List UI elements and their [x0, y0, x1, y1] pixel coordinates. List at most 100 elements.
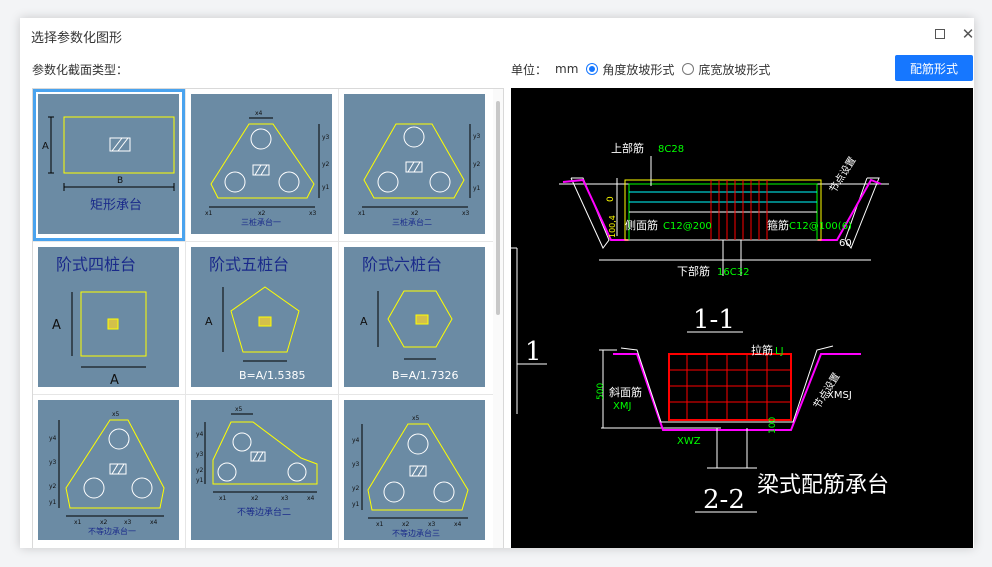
unequal-cap-2-drawing: x5 y4 y3 y2 y1 x1 x2 x3 x4 不等边承台二: [196, 406, 318, 518]
preview-drawing: 上部筋 8C28 0 100,4 侧面筋 C12@200 箍筋 C12@100(…: [511, 141, 889, 515]
dim-label: y2: [322, 161, 330, 168]
grid-divider: [33, 241, 493, 242]
bottom-bar-value: 16C32: [717, 267, 749, 278]
dim-label: x4: [255, 110, 263, 117]
close-icon[interactable]: ✕: [961, 25, 975, 43]
radio-bottom-width-slope[interactable]: 底宽放坡形式: [682, 61, 770, 78]
tie-bar-label: 拉筋: [751, 343, 773, 357]
shape-unequal-cap-2[interactable]: x5 y4 y3 y2 y1 x1 x2 x3 x4 不等边承台二: [186, 395, 338, 547]
section-2-2-label: 2-2: [703, 485, 745, 515]
dialog: 选择参数化图形 ✕ 参数化截面类型： 单位： mm 角度放坡形式 底宽放坡形式 …: [20, 18, 974, 548]
rect-cap-drawing: A B 矩形承台: [42, 116, 175, 213]
radio-angle-slope[interactable]: 角度放坡形式: [586, 61, 674, 78]
dim-label: y1: [49, 499, 57, 506]
dim-label: y1: [322, 184, 330, 191]
shape-rect-cap[interactable]: A B 矩形承台: [33, 89, 185, 241]
section-type-label: 参数化截面类型：: [32, 63, 129, 77]
dim-label: y2: [196, 467, 204, 474]
dim-label: y2: [352, 485, 360, 492]
dim-a-label: A: [42, 141, 49, 152]
dim-label: x3: [428, 521, 436, 528]
rebar-form-button[interactable]: 配筋形式: [895, 55, 973, 81]
dim-label: x2: [258, 210, 266, 217]
dim-label: y3: [196, 451, 204, 458]
bottom-bar-label: 下部筋: [677, 264, 710, 278]
shape-thumbnail: x5 y4 y3 y2 y1 x1 x2 x3 x4 不等边承台一: [38, 400, 179, 540]
grid-divider: [185, 89, 186, 548]
dim-zero: 0: [606, 196, 616, 202]
stirrup-label: 箍筋: [767, 218, 789, 232]
shape-unequal-cap-3[interactable]: x5 y4 y3 y2 y1 x1 x2 x3 x4 不等边承台三: [339, 395, 491, 547]
radio-bottom-width-slope-label: 底宽放坡形式: [698, 62, 771, 77]
dim-label: x2: [251, 495, 259, 502]
maximize-icon[interactable]: [930, 24, 950, 44]
shape-formula: B=A/1.5385: [239, 369, 305, 382]
dim-label: y3: [322, 134, 330, 141]
dim-label: x1: [376, 521, 384, 528]
shape-thumbnail: x5 y4 y3 y2 y1 x1 x2 x3 x4 不等边承台二: [191, 400, 332, 540]
dim-label: y4: [196, 431, 204, 438]
shape-thumbnail: 阶式六桩台 A B=A/1.7326: [344, 247, 485, 387]
stirrup-value: C12@100(6): [789, 221, 852, 232]
dim-label: x3: [309, 210, 317, 217]
dim-label: x1: [219, 495, 227, 502]
unit-label: 单位：: [511, 62, 548, 77]
step-six-pile-drawing: 阶式六桩台 A B=A/1.7326: [360, 255, 458, 382]
dim-label: y2: [49, 483, 57, 490]
shape-step-six-pile[interactable]: 阶式六桩台 A B=A/1.7326: [339, 242, 491, 394]
shape-gallery: A B 矩形承台 x4: [32, 88, 504, 548]
shape-three-pile-cap-2[interactable]: y3 y2 y1 x1 x2 x3 三桩承台二: [339, 89, 491, 241]
shape-title: 阶式六桩台: [362, 255, 442, 274]
radio-checked-icon: [586, 63, 599, 75]
slope-bar-label: 斜面筋: [609, 385, 642, 399]
shape-thumbnail: x5 y4 y3 y2 y1 x1 x2 x3 x4 不等边承台三: [344, 400, 485, 540]
shape-caption: 矩形承台: [90, 198, 142, 213]
unit-row: 单位： mm 角度放坡形式 底宽放坡形式: [511, 61, 778, 77]
side-bar-label: 侧面筋: [625, 218, 658, 232]
unequal-cap-3-drawing: x5 y4 y3 y2 y1 x1 x2 x3 x4 不等边承台三: [352, 415, 469, 538]
dim-label: x1: [358, 210, 366, 217]
grid-divider: [33, 394, 493, 395]
section-1-1-label: 1-1: [693, 305, 735, 335]
xmsj-label: XMSJ: [827, 390, 852, 401]
dim-side: 100,4: [608, 215, 617, 238]
dim-label: y1: [473, 185, 481, 192]
dim-label: y3: [49, 459, 57, 466]
top-bar-value: 8C28: [658, 144, 684, 155]
dim-label: y1: [352, 501, 360, 508]
dim-label: x5: [235, 406, 243, 413]
shape-three-pile-cap-1[interactable]: x4 y3 y2 y1 x1 x2 x3 三桩承台一: [186, 89, 338, 241]
dim-label: x2: [100, 519, 108, 526]
dim-label: x3: [124, 519, 132, 526]
dim-label: y2: [473, 161, 481, 168]
shape-thumbnail: 阶式四桩台 A A: [38, 247, 179, 387]
three-pile-2-drawing: y3 y2 y1 x1 x2 x3 三桩承台二: [358, 123, 481, 227]
dim-label: x5: [412, 415, 420, 422]
shape-step-four-pile[interactable]: 阶式四桩台 A A: [33, 242, 185, 394]
dim-label: x4: [307, 495, 315, 502]
dim-label: x5: [112, 411, 120, 418]
dim-label: y4: [352, 437, 360, 444]
shape-thumbnail: y3 y2 y1 x1 x2 x3 三桩承台二: [344, 94, 485, 234]
shape-caption: 三桩承台一: [241, 217, 281, 227]
slope-angle: 60: [839, 238, 852, 249]
scrollbar-thumb[interactable]: [496, 101, 500, 315]
three-pile-1-drawing: x4 y3 y2 y1 x1 x2 x3 三桩承台一: [205, 110, 330, 227]
dim-label: x1: [205, 210, 213, 217]
side-bar-value: C12@200: [663, 221, 712, 232]
dim-b-label: B: [117, 176, 123, 186]
top-bar-label: 上部筋: [611, 141, 644, 155]
shape-caption: 不等边承台二: [237, 506, 291, 518]
shape-step-five-pile[interactable]: 阶式五桩台 A B=A/1.5385: [186, 242, 338, 394]
radio-unchecked-icon: [682, 63, 695, 75]
preview-title: 梁式配筋承台: [757, 473, 889, 498]
shape-caption: 不等边承台一: [88, 526, 136, 536]
shape-unequal-cap-1[interactable]: x5 y4 y3 y2 y1 x1 x2 x3 x4 不等边承台一: [33, 395, 185, 547]
shape-title: 阶式四桩台: [56, 255, 136, 274]
dim-label: x2: [402, 521, 410, 528]
slope-bar-value: XMJ: [613, 401, 631, 412]
shape-caption: 不等边承台三: [392, 528, 440, 538]
gallery-scrollbar[interactable]: [493, 89, 503, 548]
shape-title: 阶式五桩台: [209, 255, 289, 274]
unit-value: mm: [555, 62, 579, 76]
